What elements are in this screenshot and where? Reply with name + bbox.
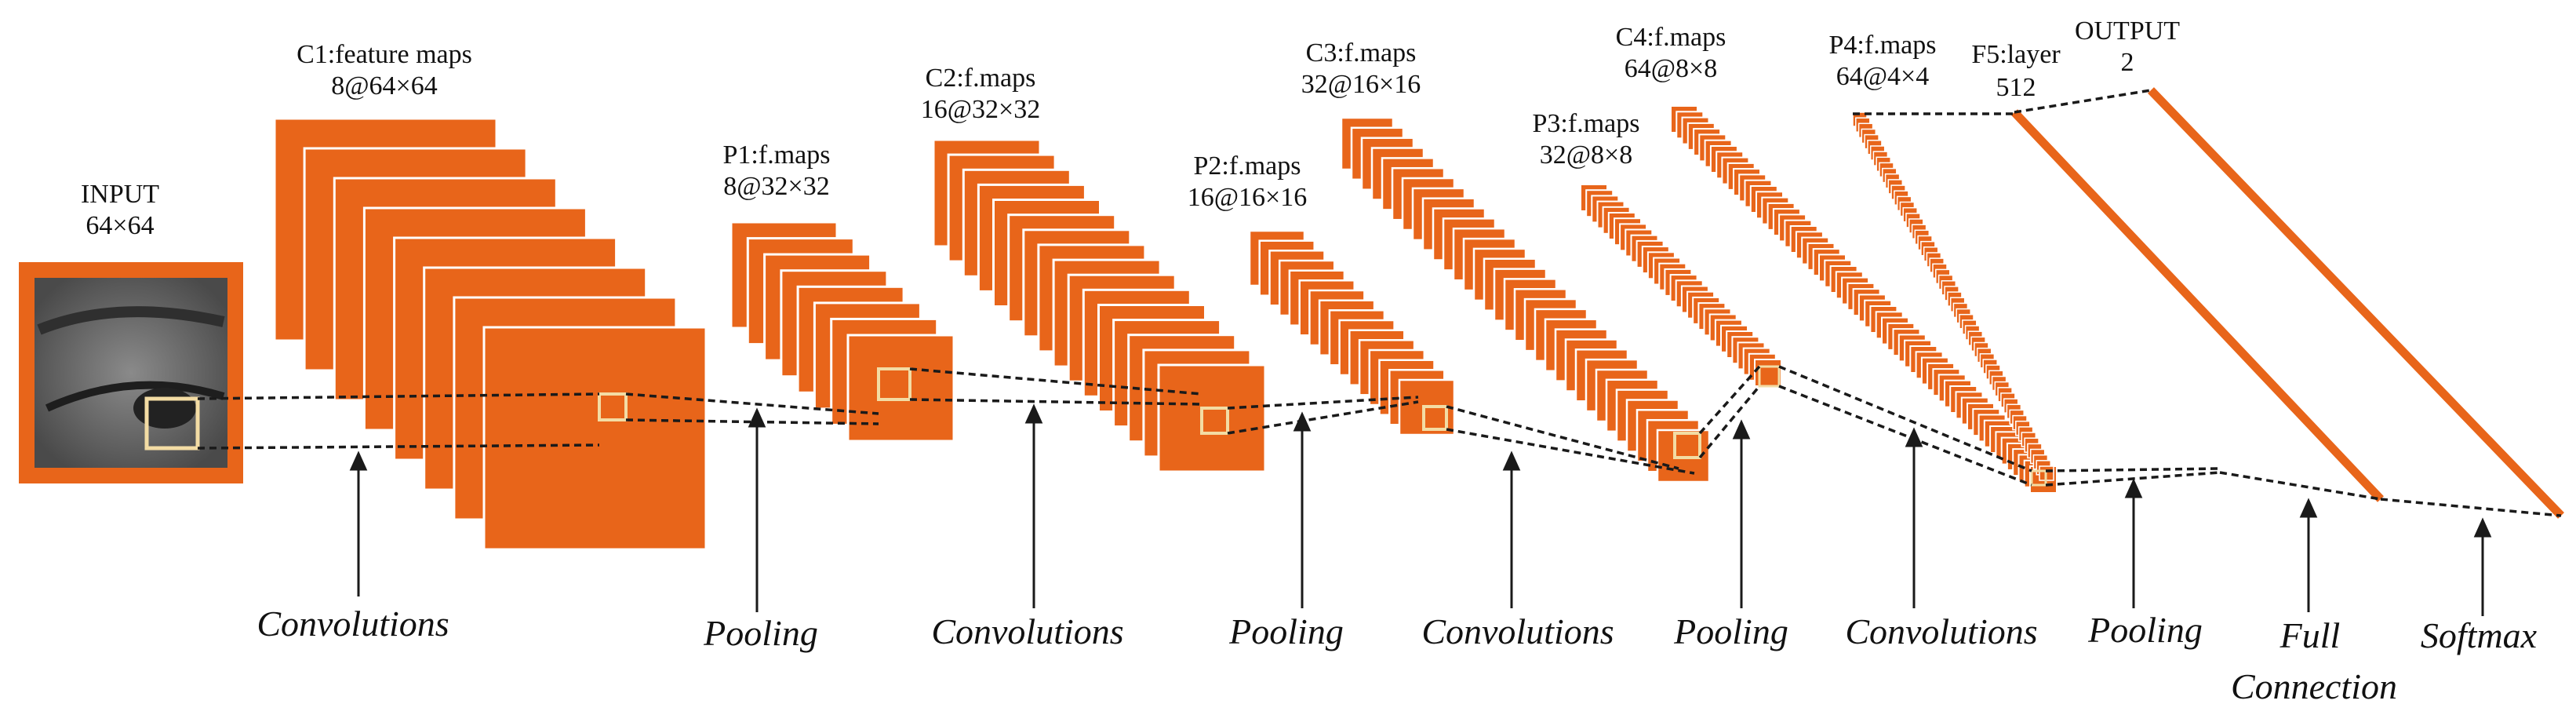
input-label-name: INPUT	[81, 180, 159, 209]
c3-window	[1673, 432, 1701, 459]
p3-label-name: P3:f.maps	[1533, 109, 1640, 138]
layer-stacks	[273, 87, 2564, 551]
connector	[2219, 471, 2381, 501]
c2-window	[1200, 407, 1229, 435]
eye-brow-shape	[37, 306, 225, 335]
c2-stack	[932, 138, 1267, 473]
connector	[197, 392, 600, 400]
input-label-dims: 64×64	[86, 211, 154, 240]
c4-label-dims: 64@8×8	[1625, 54, 1718, 83]
operation-labels: Convolutions Pooling Convolutions Poolin…	[257, 604, 2537, 706]
connector	[1227, 400, 1419, 435]
c1-label-name: C1:feature maps	[297, 40, 472, 69]
connector	[1446, 428, 1695, 475]
p3-window	[1758, 365, 1781, 388]
op-label-pooling-3: Pooling	[1673, 611, 1788, 651]
arrow-icon	[1732, 419, 1751, 608]
connector	[909, 398, 1202, 406]
p4-stack	[1852, 111, 2054, 481]
input-image	[19, 262, 243, 483]
connector	[625, 418, 879, 425]
p1-label-dims: 8@32×32	[723, 172, 830, 201]
connector	[1446, 405, 1679, 470]
c1-window	[598, 392, 628, 421]
connector	[909, 367, 1202, 396]
arrow-icon	[1502, 451, 1521, 608]
input-receptive-window	[144, 396, 200, 451]
f5-label-dims: 512	[1996, 73, 2036, 102]
output-label-dims: 2	[2121, 48, 2134, 77]
c2-label-dims: 16@32×32	[921, 95, 1041, 124]
c4-label-name: C4:f.maps	[1616, 23, 1726, 52]
c1-label-dims: 8@64×64	[331, 71, 438, 100]
c4-stack	[1670, 105, 2058, 494]
operation-arrows	[349, 403, 2492, 616]
receptive-windows	[598, 365, 2047, 487]
p2-stack	[1248, 229, 1456, 436]
p1-stack	[730, 221, 955, 443]
c4-window	[2030, 469, 2047, 487]
p4-label-name: P4:f.maps	[1829, 31, 1937, 60]
f5-layer-bar	[2011, 109, 2384, 502]
arrow-icon	[1024, 403, 1043, 608]
stage-labels: INPUT 64×64 C1:feature maps 8@64×64 P1:f…	[81, 16, 2180, 240]
c1-stack	[273, 117, 708, 551]
c3-label-name: C3:f.maps	[1306, 38, 1417, 67]
arrow-icon	[349, 451, 368, 596]
connector	[2045, 471, 2221, 487]
connector	[1778, 385, 2032, 487]
connector	[625, 392, 879, 415]
arrow-icon	[2299, 498, 2318, 612]
c3-label-dims: 32@16×16	[1301, 70, 1421, 99]
eye-iris-shape	[133, 388, 196, 429]
p2-label-name: P2:f.maps	[1194, 151, 1301, 181]
connection-lines	[197, 89, 2562, 517]
feature-map	[482, 326, 708, 551]
connector	[2380, 498, 2562, 517]
connector	[2045, 467, 2221, 472]
op-label-pooling-1: Pooling	[703, 613, 818, 653]
p1-window	[877, 367, 911, 401]
arrow-icon	[2473, 517, 2492, 616]
p3-label-dims: 32@8×8	[1540, 140, 1633, 170]
p2-window	[1422, 405, 1448, 431]
output-label-name: OUTPUT	[2075, 16, 2180, 46]
op-label-convolutions-4: Convolutions	[1845, 611, 2037, 651]
op-label-full: Full	[2279, 615, 2341, 655]
op-label-pooling-2: Pooling	[1228, 611, 1344, 651]
connector	[197, 443, 600, 450]
op-label-connection: Connection	[2231, 666, 2397, 706]
op-label-convolutions-2: Convolutions	[931, 611, 1123, 651]
p1-label-name: P1:f.maps	[723, 140, 831, 170]
output-layer-bar	[2148, 87, 2564, 519]
op-label-convolutions-1: Convolutions	[257, 604, 449, 644]
eye-lid-shape	[45, 381, 225, 412]
arrow-icon	[748, 407, 766, 612]
f5-label-name: F5:layer	[1971, 40, 2061, 69]
arrow-icon	[2124, 478, 2143, 608]
feature-map	[846, 334, 955, 443]
p3-stack	[1580, 184, 1782, 387]
arrow-icon	[1293, 411, 1312, 608]
c2-label-name: C2:f.maps	[926, 64, 1036, 93]
p4-label-dims: 64@4×4	[1836, 62, 1930, 91]
arrow-icon	[1905, 427, 1923, 608]
connector	[1698, 365, 1761, 435]
op-label-convolutions-3: Convolutions	[1421, 611, 1614, 651]
op-label-pooling-4: Pooling	[2087, 610, 2203, 650]
connector	[1227, 396, 1419, 410]
connector	[1698, 385, 1761, 459]
connector	[1778, 365, 2032, 472]
feature-map	[1157, 363, 1267, 473]
c3-stack	[1340, 116, 1711, 483]
p2-label-dims: 16@16×16	[1188, 183, 1308, 212]
op-label-softmax: Softmax	[2421, 615, 2538, 655]
